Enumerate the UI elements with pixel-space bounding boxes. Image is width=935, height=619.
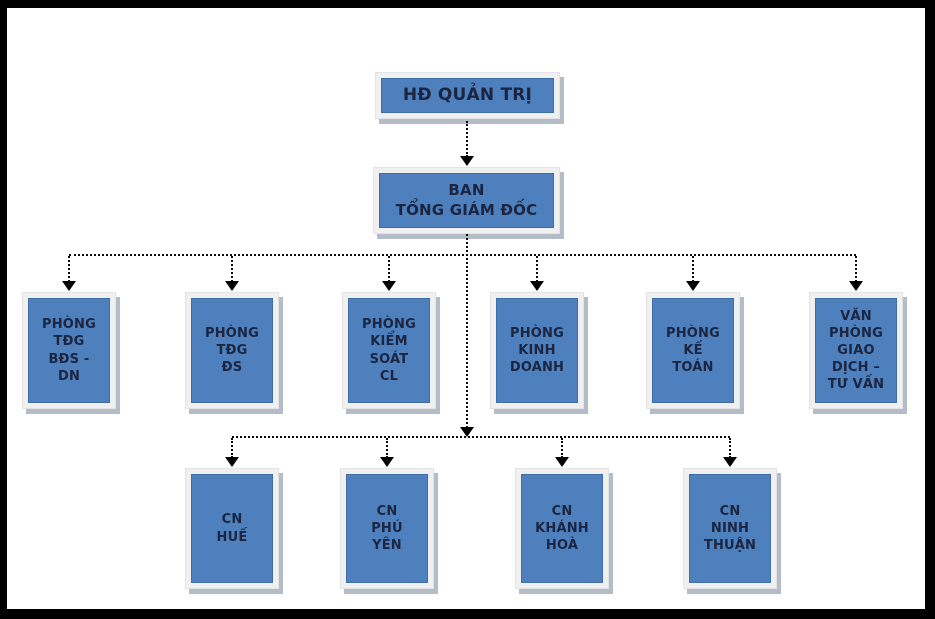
org-node-panel: CN KHÁNH HOÀ bbox=[521, 474, 603, 583]
connector-drop-cn-ninh-thuan bbox=[729, 438, 731, 458]
connector-drop-phong-kiem-soat-cl bbox=[388, 256, 390, 282]
org-node-label: VĂN PHÒNG GIAO DỊCH – TƯ VẤN bbox=[827, 308, 885, 393]
org-node-phong-kinh-doanh: PHÒNG KINH DOANH bbox=[490, 292, 584, 409]
org-node-label: CN HUẾ bbox=[216, 512, 248, 545]
connector-root-to-board bbox=[466, 121, 468, 157]
org-node-panel: CN PHÚ YÊN bbox=[346, 474, 428, 583]
org-node-panel: CN NINH THUẬN bbox=[689, 474, 771, 583]
org-node-phong-ke-toan: PHÒNG KẾ TOÁN bbox=[646, 292, 740, 409]
org-node-cn-khanh-hoa: CN KHÁNH HOÀ bbox=[515, 468, 609, 589]
arrowhead-phong-kiem-soat-cl-icon bbox=[382, 281, 396, 291]
org-node-label: PHÒNG KINH DOANH bbox=[509, 325, 565, 376]
org-node-panel: HĐ QUẢN TRỊ bbox=[381, 78, 554, 113]
org-node-phong-tdg-bds-dn: PHÒNG TĐG BĐS - DN bbox=[22, 292, 116, 409]
arrowhead-board-icon bbox=[460, 156, 474, 166]
org-node-cn-phu-yen: CN PHÚ YÊN bbox=[340, 468, 434, 589]
arrowhead-cn-ninh-thuan-icon bbox=[723, 457, 737, 467]
org-node-phong-kiem-soat-cl: PHÒNG KIỂM SOÁT CL bbox=[342, 292, 436, 409]
org-node-panel: PHÒNG TĐG ĐS bbox=[191, 298, 273, 403]
org-node-hd-quan-tri: HĐ QUẢN TRỊ bbox=[375, 72, 560, 119]
org-node-panel: BAN TỔNG GIÁM ĐỐC bbox=[379, 173, 554, 228]
org-node-label: BAN TỔNG GIÁM ĐỐC bbox=[395, 181, 538, 219]
connector-bus-level3 bbox=[69, 254, 856, 256]
org-node-label: HĐ QUẢN TRỊ bbox=[402, 85, 533, 106]
org-node-label: PHÒNG KIỂM SOÁT CL bbox=[361, 317, 416, 384]
connector-drop-phong-tdg-bds-dn bbox=[68, 256, 70, 282]
connector-board-center-drop bbox=[466, 234, 468, 428]
org-node-panel: PHÒNG KINH DOANH bbox=[496, 298, 578, 403]
arrowhead-cn-phu-yen-icon bbox=[380, 457, 394, 467]
org-node-cn-ninh-thuan: CN NINH THUẬN bbox=[683, 468, 777, 589]
org-node-label: PHÒNG TĐG ĐS bbox=[204, 325, 259, 376]
connector-drop-cn-phu-yen bbox=[386, 438, 388, 458]
connector-drop-phong-kinh-doanh bbox=[536, 256, 538, 282]
org-node-phong-tdg-ds: PHÒNG TĐG ĐS bbox=[185, 292, 279, 409]
org-node-panel: PHÒNG KIỂM SOÁT CL bbox=[348, 298, 430, 403]
arrowhead-cn-hue-icon bbox=[225, 457, 239, 467]
org-node-panel: PHÒNG TĐG BĐS - DN bbox=[28, 298, 110, 403]
arrowhead-phong-tdg-ds-icon bbox=[225, 281, 239, 291]
org-node-panel: VĂN PHÒNG GIAO DỊCH – TƯ VẤN bbox=[815, 298, 897, 403]
org-node-label: CN KHÁNH HOÀ bbox=[535, 503, 589, 554]
arrowhead-center-drop-icon bbox=[460, 427, 474, 437]
org-node-van-phong-giao-dich-tu-van: VĂN PHÒNG GIAO DỊCH – TƯ VẤN bbox=[809, 292, 903, 409]
org-node-ban-tong-giam-doc: BAN TỔNG GIÁM ĐỐC bbox=[373, 167, 560, 234]
org-node-cn-hue: CN HUẾ bbox=[185, 468, 279, 589]
connector-drop-phong-ke-toan bbox=[692, 256, 694, 282]
connector-bus-level4 bbox=[232, 436, 730, 438]
org-node-label: CN NINH THUẬN bbox=[703, 503, 757, 554]
org-node-panel: CN HUẾ bbox=[191, 474, 273, 583]
connector-drop-cn-hue bbox=[231, 438, 233, 458]
arrowhead-van-phong-icon bbox=[849, 281, 863, 291]
org-node-label: CN PHÚ YÊN bbox=[371, 503, 403, 554]
connector-drop-van-phong bbox=[855, 256, 857, 282]
org-node-label: PHÒNG KẾ TOÁN bbox=[665, 325, 720, 376]
arrowhead-phong-tdg-bds-dn-icon bbox=[62, 281, 76, 291]
arrowhead-phong-ke-toan-icon bbox=[686, 281, 700, 291]
arrowhead-cn-khanh-hoa-icon bbox=[555, 457, 569, 467]
arrowhead-phong-kinh-doanh-icon bbox=[530, 281, 544, 291]
connector-drop-phong-tdg-ds bbox=[231, 256, 233, 282]
connector-drop-cn-khanh-hoa bbox=[561, 438, 563, 458]
org-node-label: PHÒNG TĐG BĐS - DN bbox=[41, 317, 96, 384]
org-node-panel: PHÒNG KẾ TOÁN bbox=[652, 298, 734, 403]
